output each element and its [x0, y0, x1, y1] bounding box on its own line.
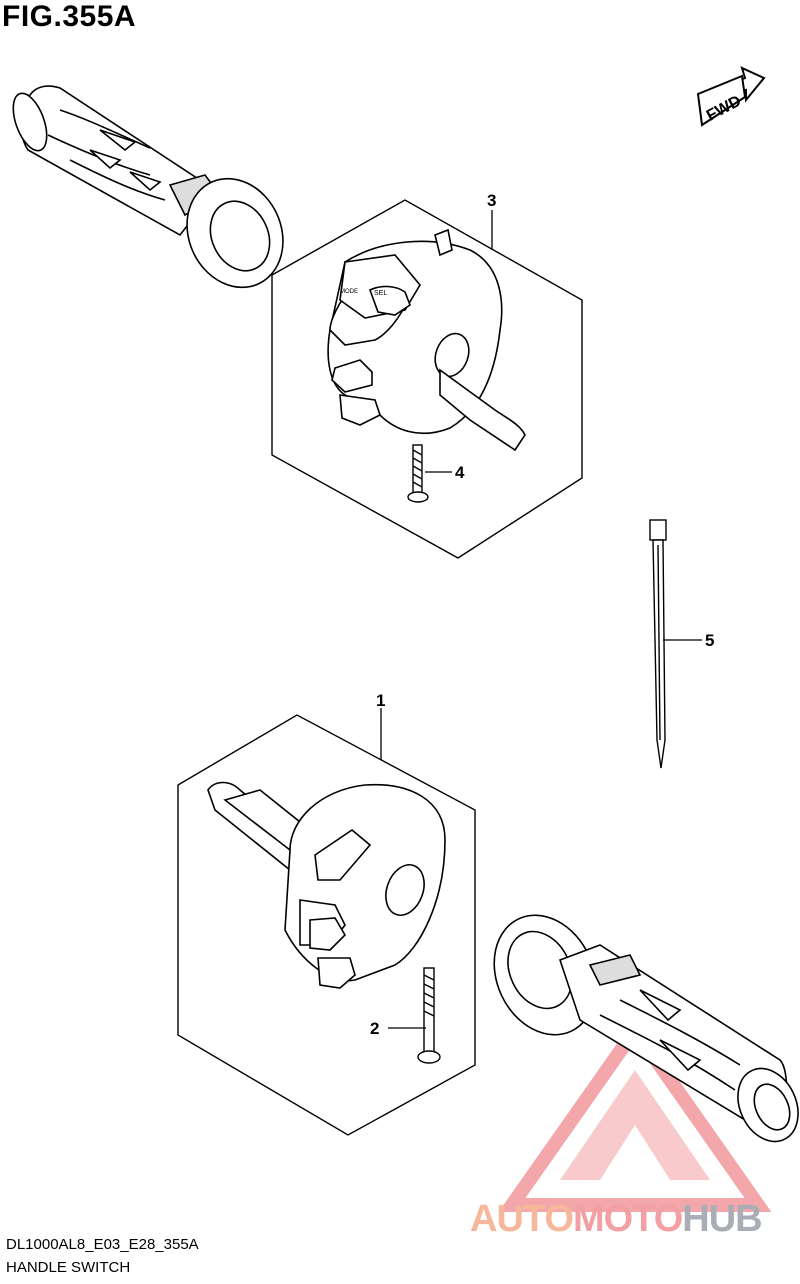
screw-part2 [417, 967, 441, 1064]
watermark-hub: HUB [682, 1198, 762, 1240]
right-grip [493, 914, 799, 1143]
callout-1: 1 [376, 691, 385, 710]
figure-name: HANDLE SWITCH [6, 1259, 131, 1276]
mode-marking: MODE [340, 289, 358, 295]
watermark-text: AUTOMOTOHUB [470, 1198, 763, 1241]
part3-hexagon [271, 199, 583, 559]
callout-3: 3 [487, 191, 496, 210]
watermark-auto: AUTO [470, 1198, 574, 1240]
watermark-moto: MOTO [572, 1198, 683, 1240]
figure-code: DL1000AL8_E03_E28_355A [6, 1236, 199, 1253]
watermark-logo [498, 1017, 772, 1212]
right-switch-housing: MODE SEL [327, 228, 526, 452]
sel-marking: SEL [374, 290, 387, 297]
callout-leaders [380, 210, 702, 1029]
screw-part4 [407, 444, 429, 503]
part1-hexagon [177, 714, 476, 1136]
left-grip [12, 85, 284, 289]
fwd-direction-badge: FWD [696, 66, 766, 127]
figure-title: FIG.355A [2, 0, 137, 33]
cable-tie-part5 [649, 519, 667, 769]
callout-5: 5 [705, 631, 714, 650]
left-switch-housing [207, 781, 446, 989]
callout-2: 2 [370, 1019, 379, 1038]
callout-4: 4 [455, 463, 465, 482]
